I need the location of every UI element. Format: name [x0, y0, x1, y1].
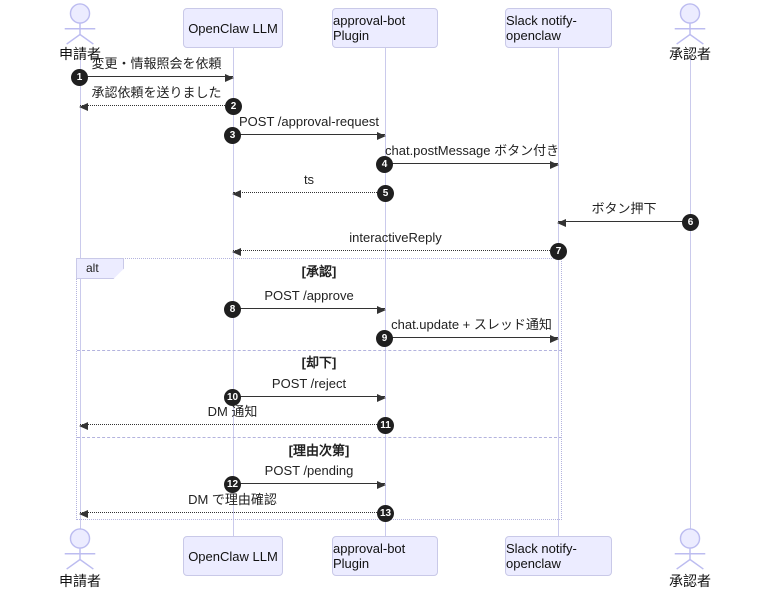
alt-condition-reject: [却下] — [301, 355, 337, 370]
message-3-label: POST /approval-request — [239, 114, 379, 129]
message-10: POST /reject 10 — [224, 376, 386, 406]
message-8-label: POST /approve — [264, 288, 354, 303]
actor-name-approver-top: 承認者 — [669, 46, 711, 62]
message-5-label: ts — [303, 172, 315, 187]
actor-figure-approver-top — [674, 3, 706, 45]
message-8-line: 8 — [224, 301, 386, 318]
alt-divider-2 — [77, 437, 562, 438]
lifeline-openclaw — [233, 48, 234, 536]
seq-number-badge: 3 — [224, 127, 241, 144]
message-11-line: 11 — [79, 417, 394, 434]
alt-frame: alt — [76, 258, 562, 520]
message-10-line: 10 — [224, 389, 386, 406]
message-5: ts 5 — [232, 172, 394, 202]
participant-box-openclaw-top: OpenClaw LLM — [183, 8, 283, 48]
actor-name-applicant-bottom: 申請者 — [59, 573, 101, 589]
lifeline-applicant — [80, 58, 81, 530]
message-5-line: 5 — [232, 185, 394, 202]
message-1-line: 1 — [71, 69, 234, 86]
arrowhead-icon — [225, 74, 234, 82]
alt-condition-pending: [理由次第] — [288, 443, 350, 458]
message-12-label: POST /pending — [264, 463, 354, 478]
message-7: interactiveReply 7 — [232, 230, 567, 260]
message-4-label: chat.postMessage ボタン付き — [385, 143, 560, 158]
arrowhead-icon — [232, 248, 241, 256]
message-1-label: 変更・情報照会を依頼 — [91, 56, 222, 71]
message-1: 変更・情報照会を依頼 1 — [71, 56, 234, 86]
arrowhead-icon — [550, 335, 559, 343]
message-13-line: 13 — [79, 505, 394, 522]
actor-figure-applicant-top — [64, 3, 96, 45]
message-6: ボタン押下 6 — [557, 201, 699, 231]
participant-box-slack-top: Slack notify-openclaw — [505, 8, 612, 48]
message-2: 承認依頼を送りました 2 — [79, 85, 242, 115]
alt-condition-approve: [承認] — [301, 264, 337, 279]
message-8: POST /approve 8 — [224, 288, 386, 318]
seq-number-badge: 13 — [377, 505, 394, 522]
seq-number-badge: 10 — [224, 389, 241, 406]
message-3-line: 3 — [224, 127, 386, 144]
arrowhead-icon — [377, 132, 386, 140]
arrowhead-icon — [557, 219, 566, 227]
arrowhead-icon — [79, 510, 88, 518]
message-7-line: 7 — [232, 243, 567, 260]
actor-name-applicant-top: 申請者 — [59, 46, 101, 62]
arrowhead-icon — [232, 190, 241, 198]
seq-number-badge: 2 — [225, 98, 242, 115]
message-11: DM 通知 11 — [79, 404, 394, 434]
seq-number-badge: 6 — [682, 214, 699, 231]
actor-name-approver-bottom: 承認者 — [669, 573, 711, 589]
seq-number-badge: 8 — [224, 301, 241, 318]
message-9-label: chat.update + スレッド通知 — [391, 317, 552, 332]
arrowhead-icon — [79, 422, 88, 430]
seq-number-badge: 4 — [376, 156, 393, 173]
seq-number-badge: 12 — [224, 476, 241, 493]
lifeline-approval-bot — [385, 48, 386, 536]
participant-box-slack-bottom: Slack notify-openclaw — [505, 536, 612, 576]
message-10-label: POST /reject — [271, 376, 347, 391]
seq-number-badge: 7 — [550, 243, 567, 260]
message-9: chat.update + スレッド通知 9 — [376, 317, 559, 347]
seq-number-badge: 9 — [376, 330, 393, 347]
arrowhead-icon — [377, 306, 386, 314]
message-2-line: 2 — [79, 98, 242, 115]
message-7-label: interactiveReply — [349, 230, 442, 245]
alt-frame-label: alt — [76, 258, 124, 279]
message-3: POST /approval-request 3 — [224, 114, 386, 144]
message-11-label: DM 通知 — [207, 404, 258, 419]
message-13-label: DM で理由確認 — [188, 492, 277, 507]
message-13: DM で理由確認 13 — [79, 492, 394, 522]
seq-number-badge: 1 — [71, 69, 88, 86]
message-6-label: ボタン押下 — [591, 201, 657, 216]
message-12: POST /pending 12 — [224, 463, 386, 493]
message-12-line: 12 — [224, 476, 386, 493]
actor-figure-applicant-bottom — [64, 528, 96, 570]
arrowhead-icon — [550, 161, 559, 169]
participant-box-approvalbot-bottom: approval-bot Plugin — [332, 536, 438, 576]
message-9-line: 9 — [376, 330, 559, 347]
arrowhead-icon — [377, 394, 386, 402]
actor-figure-approver-bottom — [674, 528, 706, 570]
message-2-label: 承認依頼を送りました — [91, 85, 222, 100]
participant-box-openclaw-bottom: OpenClaw LLM — [183, 536, 283, 576]
arrowhead-icon — [377, 481, 386, 489]
message-6-line: 6 — [557, 214, 699, 231]
lifeline-slack — [558, 48, 559, 536]
participant-box-approvalbot-top: approval-bot Plugin — [332, 8, 438, 48]
seq-number-badge: 11 — [377, 417, 394, 434]
alt-divider-1 — [77, 350, 562, 351]
arrowhead-icon — [79, 103, 88, 111]
message-4: chat.postMessage ボタン付き 4 — [376, 143, 560, 173]
message-4-line: 4 — [376, 156, 559, 173]
seq-number-badge: 5 — [377, 185, 394, 202]
lifeline-approver — [690, 58, 691, 530]
